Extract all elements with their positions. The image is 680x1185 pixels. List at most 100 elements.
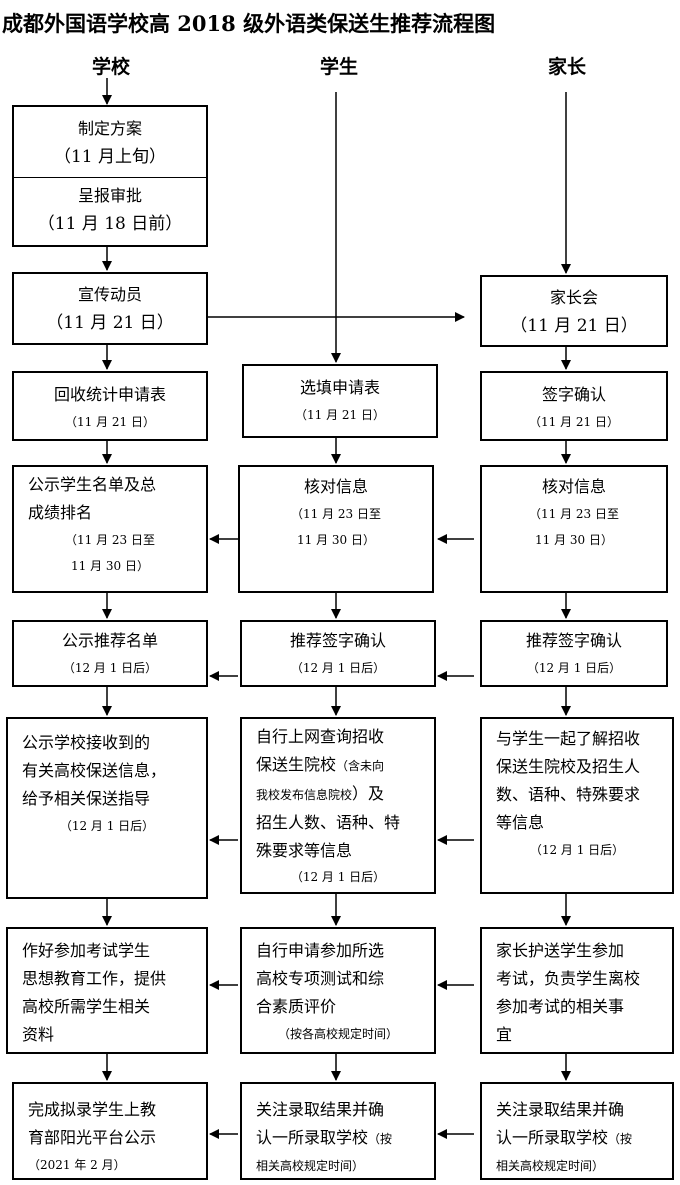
box-text: 完成拟录学生上教 (28, 1100, 157, 1119)
box-text: 保送生院校 (256, 755, 337, 774)
box-text: 作好参加考试学生 (22, 941, 151, 960)
box-date: （11 月上旬） (53, 147, 167, 167)
box-note: （含未向 (336, 759, 385, 773)
box-text: 与学生一起了解招收 (496, 729, 641, 748)
school-box-guidance: 公示学校接收到的 有关高校保送信息， 给予相关保送指导 （12 月 1 日后） (6, 717, 208, 899)
box-date: （12 月 1 日后） (526, 661, 622, 675)
column-header-school: 学校 (92, 56, 131, 78)
box-text: 公示学校接收到的 (22, 733, 151, 752)
box-text-row: 认一所录取学校（按 (242, 1124, 434, 1153)
box-date: （11 月 21 日） (295, 408, 385, 422)
parent-box-confirm-admission: 关注录取结果并确 认一所录取学校（按 相关高校规定时间） (480, 1082, 674, 1180)
box-date: （12 月 1 日后） (290, 661, 386, 675)
page-title: 成都外国语学校高 2018 级外语类保送生推荐流程图 (2, 11, 496, 36)
box-date: （12 月 1 日后） (59, 819, 155, 833)
box-date: （2021 年 2 月） (28, 1158, 126, 1172)
box-note: （按 (608, 1132, 633, 1146)
parent-box-recommend-sign: 推荐签字确认 （12 月 1 日后） (480, 620, 668, 687)
box-text: 宜 (496, 1025, 513, 1044)
box-date: 11 月 30 日） (297, 533, 375, 547)
school-box-plan: 制定方案 （11 月上旬） 呈报审批 （11 月 18 日前） (12, 105, 208, 247)
box-text-row: 保送生院校（含未向 (242, 751, 434, 780)
box-text: 认一所录取学校 (256, 1128, 369, 1147)
box-text: 家长会 (549, 288, 598, 307)
box-text: 保送生院校及招生人 (496, 757, 641, 776)
box-date: （11 月 23 日至 (291, 507, 381, 521)
box-text: 关注录取结果并确 (496, 1100, 625, 1119)
box-text: 资料 (22, 1025, 55, 1044)
box-text: 制定方案 (77, 119, 142, 138)
school-box-exam-prep: 作好参加考试学生 思想教育工作，提供 高校所需学生相关 资料 (6, 927, 208, 1054)
box-text: ）及 (352, 784, 385, 803)
parent-box-sign: 签字确认 （11 月 21 日） (480, 371, 668, 441)
box-text: 数、语种、特殊要求 (496, 785, 641, 804)
box-date: （11 月 21 日） (529, 415, 619, 429)
box-date: （11 月 23 日至 (65, 533, 155, 547)
box-text: 参加考试的相关事 (496, 997, 625, 1016)
box-text: 殊要求等信息 (256, 841, 353, 860)
student-box-research: 自行上网查询招收 保送生院校（含未向 我校发布信息院校）及 招生人数、语种、特 … (240, 717, 436, 894)
parent-box-verify: 核对信息 （11 月 23 日至 11 月 30 日） (480, 465, 668, 593)
box-text: 自行申请参加所选 (256, 941, 385, 960)
box-date: 相关高校规定时间） (496, 1159, 605, 1173)
box-date: （12 月 1 日后） (290, 870, 386, 884)
box-text: 招生人数、语种、特 (256, 813, 401, 832)
box-text: 成绩排名 (28, 503, 93, 522)
parent-box-meeting: 家长会 （11 月 21 日） (480, 275, 668, 347)
student-box-sign: 推荐签字确认 （12 月 1 日后） (240, 620, 436, 687)
box-date: （11 月 21 日） (510, 316, 638, 336)
box-date: （11 月 21 日） (65, 415, 155, 429)
box-divider (14, 177, 206, 178)
school-box-mobilize: 宣传动员 （11 月 21 日） (12, 272, 208, 345)
box-date: （按各高校规定时间） (277, 1027, 398, 1041)
box-text: 高校所需学生相关 (22, 997, 151, 1016)
box-text: 育部阳光平台公示 (28, 1128, 157, 1147)
box-date: 11 月 30 日） (71, 559, 149, 573)
box-text: 签字确认 (541, 385, 606, 404)
box-date: 相关高校规定时间） (256, 1159, 365, 1173)
box-text-row: 认一所录取学校（按 (482, 1124, 672, 1153)
box-date: （12 月 1 日后） (529, 843, 625, 857)
box-date: （12 月 1 日后） (62, 661, 158, 675)
box-note: 我校发布信息院校 (256, 788, 353, 802)
parent-box-escort: 家长护送学生参加 考试，负责学生离校 参加考试的相关事 宜 (480, 927, 674, 1054)
box-text: 呈报审批 (77, 186, 142, 205)
box-date: （11 月 21 日） (46, 313, 174, 333)
box-text: 高校专项测试和综 (256, 969, 385, 988)
box-text-row: 我校发布信息院校）及 (242, 780, 434, 809)
box-text: 等信息 (496, 813, 545, 832)
box-text: 关注录取结果并确 (256, 1100, 385, 1119)
box-date: （11 月 23 日至 (529, 507, 619, 521)
box-text: 有关高校保送信息， (22, 761, 167, 780)
box-text: 认一所录取学校 (496, 1128, 609, 1147)
school-box-publish-recommend: 公示推荐名单 （12 月 1 日后） (12, 620, 208, 687)
column-header-parent: 家长 (548, 56, 587, 78)
school-box-publish-list: 公示学生名单及总 成绩排名 （11 月 23 日至 11 月 30 日） (12, 465, 208, 593)
box-note: （按 (368, 1132, 393, 1146)
box-text: 公示推荐名单 (61, 631, 158, 650)
box-text: 推荐签字确认 (525, 631, 622, 650)
student-box-apply-test: 自行申请参加所选 高校专项测试和综 合素质评价 （按各高校规定时间） (240, 927, 436, 1054)
box-text: 选填申请表 (299, 378, 380, 397)
student-box-fill-form: 选填申请表 （11 月 21 日） (242, 364, 438, 438)
box-text: 核对信息 (541, 477, 606, 496)
box-text: 给予相关保送指导 (22, 789, 151, 808)
student-box-confirm-admission: 关注录取结果并确 认一所录取学校（按 相关高校规定时间） (240, 1082, 436, 1180)
box-text: 回收统计申请表 (53, 385, 166, 404)
box-text: 公示学生名单及总 (28, 475, 157, 494)
box-date: （11 月 18 日前） (37, 214, 183, 234)
box-text: 宣传动员 (77, 285, 142, 304)
column-header-student: 学生 (320, 56, 359, 78)
box-text: 思想教育工作，提供 (22, 969, 167, 988)
student-box-verify: 核对信息 （11 月 23 日至 11 月 30 日） (238, 465, 434, 593)
parent-box-research: 与学生一起了解招收 保送生院校及招生人 数、语种、特殊要求 等信息 （12 月 … (480, 717, 674, 894)
box-text: 自行上网查询招收 (256, 727, 385, 746)
box-text: 家长护送学生参加 (496, 941, 625, 960)
box-text: 核对信息 (303, 477, 368, 496)
box-text: 推荐签字确认 (289, 631, 386, 650)
school-box-collect: 回收统计申请表 （11 月 21 日） (12, 371, 208, 441)
box-text: 合素质评价 (256, 997, 337, 1016)
school-box-finalize: 完成拟录学生上教 育部阳光平台公示 （2021 年 2 月） (12, 1082, 208, 1180)
box-date: 11 月 30 日） (535, 533, 613, 547)
